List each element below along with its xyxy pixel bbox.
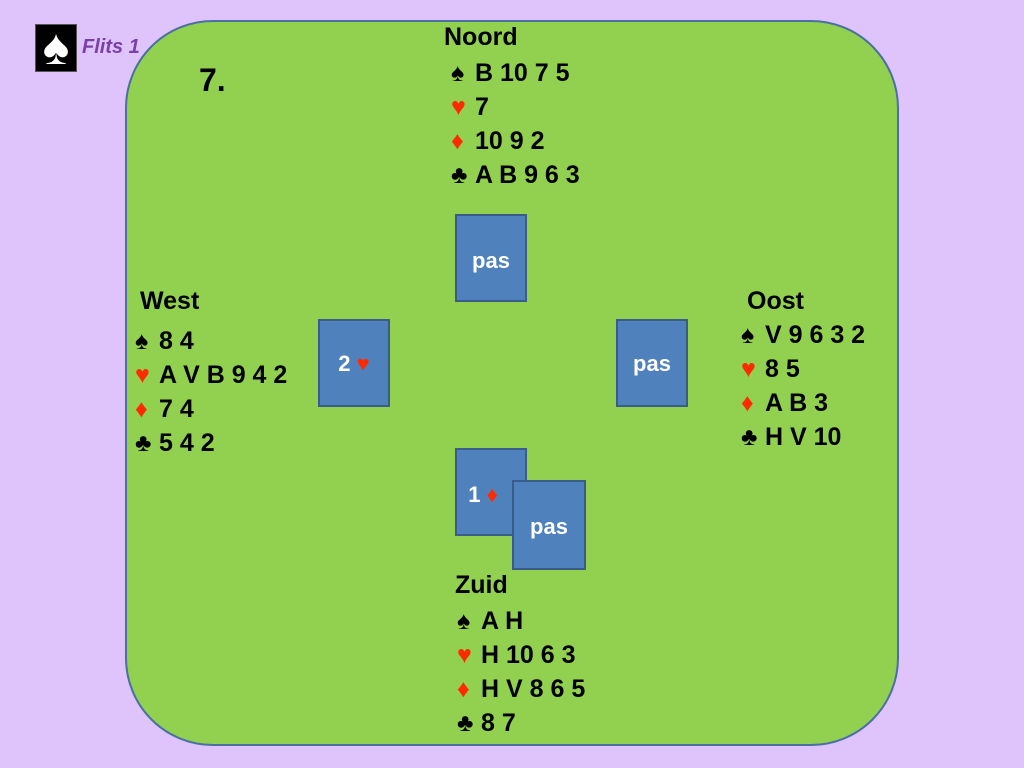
club-icon: ♣ (451, 161, 468, 189)
south-diamonds-row: ♦ H V 8 6 5 (457, 672, 585, 706)
spade-icon: ♠ (457, 607, 471, 635)
heart-icon: ♥ (135, 361, 150, 389)
east-hearts: 8 5 (765, 355, 800, 383)
bid-west-level: 2 (338, 351, 351, 376)
east-diamonds: A B 3 (765, 389, 828, 417)
south-hearts: H 10 6 3 (481, 641, 576, 669)
bid-south-first-level: 1 (468, 482, 481, 507)
heart-icon: ♥ (457, 641, 472, 669)
seat-name-south: Zuid (455, 571, 508, 599)
north-diamonds: 10 9 2 (475, 127, 545, 155)
west-hearts: A V B 9 4 2 (159, 361, 288, 389)
spade-logo: ♠ (35, 19, 77, 75)
bid-card-east: pas (616, 319, 688, 407)
south-hearts-row: ♥ H 10 6 3 (457, 638, 585, 672)
spade-icon: ♠ (42, 19, 70, 75)
club-icon: ♣ (135, 429, 152, 457)
south-diamonds: H V 8 6 5 (481, 675, 586, 703)
north-clubs: A B 9 6 3 (475, 161, 580, 189)
heart-icon: ♥ (356, 351, 370, 376)
heart-icon: ♥ (741, 355, 756, 383)
bid-north-text: pas (472, 248, 510, 273)
heart-icon: ♥ (451, 93, 466, 121)
east-spades: V 9 6 3 2 (765, 321, 866, 349)
south-spades-row: ♠ A H (457, 604, 585, 638)
seat-name-east: Oost (747, 287, 804, 315)
hand-east: ♠ V 9 6 3 2 ♥ 8 5 ♦ A B 3 ♣H V 10 (741, 318, 865, 454)
west-clubs-row: ♣5 4 2 (135, 426, 287, 460)
spade-icon: ♠ (135, 327, 149, 355)
spade-icon: ♠ (451, 59, 465, 87)
north-spades-row: ♠ B 10 7 5 (451, 56, 580, 90)
diamond-icon: ♦ (486, 482, 498, 507)
diamond-icon: ♦ (451, 127, 464, 155)
west-spades-row: ♠ 8 4 (135, 324, 287, 358)
west-diamonds: 7 4 (159, 395, 194, 423)
bid-card-west: 2 ♥ (318, 319, 390, 407)
seat-name-north: Noord (444, 23, 518, 51)
bid-card-south-second: pas (512, 480, 586, 570)
brand-label: Flits 1 (82, 36, 140, 58)
east-hearts-row: ♥ 8 5 (741, 352, 865, 386)
bid-west: 2 ♥ (320, 351, 388, 377)
bid-south-second-text: pas (530, 514, 568, 539)
hand-north: ♠B 10 7 5 ♥7 ♦10 9 2 ♣A B 9 6 3 (451, 56, 580, 192)
north-spades: B 10 7 5 (475, 59, 570, 87)
bid-card-south-first: 1 ♦ (455, 448, 527, 536)
west-hearts-row: ♥ A V B 9 4 2 (135, 358, 287, 392)
bid-east-text: pas (633, 351, 671, 376)
diamond-icon: ♦ (135, 395, 148, 423)
diamond-icon: ♦ (457, 675, 470, 703)
club-icon: ♣ (741, 423, 758, 451)
hand-west: ♠ 8 4 ♥ A V B 9 4 2 ♦ 7 4 ♣5 4 2 (135, 324, 287, 460)
south-clubs-row: ♣8 7 (457, 706, 585, 740)
bid-south-first: 1 ♦ (441, 482, 525, 508)
east-clubs-row: ♣H V 10 (741, 420, 865, 454)
east-clubs: H V 10 (765, 423, 842, 451)
south-clubs: 8 7 (481, 709, 516, 737)
bridge-table (125, 20, 899, 746)
north-diamonds-row: ♦ 10 9 2 (451, 124, 580, 158)
seat-name-west: West (140, 287, 200, 315)
board-number: 7. (199, 62, 226, 98)
diamond-icon: ♦ (741, 389, 754, 417)
west-spades: 8 4 (159, 327, 194, 355)
bid-card-north: pas (455, 214, 527, 302)
hand-south: ♠ A H ♥ H 10 6 3 ♦ H V 8 6 5 ♣8 7 (457, 604, 585, 740)
club-icon: ♣ (457, 709, 474, 737)
spade-icon: ♠ (741, 321, 755, 349)
west-diamonds-row: ♦ 7 4 (135, 392, 287, 426)
east-spades-row: ♠ V 9 6 3 2 (741, 318, 865, 352)
north-hearts-row: ♥7 (451, 90, 580, 124)
north-clubs-row: ♣A B 9 6 3 (451, 158, 580, 192)
south-spades: A H (481, 607, 524, 635)
west-clubs: 5 4 2 (159, 429, 215, 457)
east-diamonds-row: ♦ A B 3 (741, 386, 865, 420)
north-hearts: 7 (475, 93, 489, 121)
